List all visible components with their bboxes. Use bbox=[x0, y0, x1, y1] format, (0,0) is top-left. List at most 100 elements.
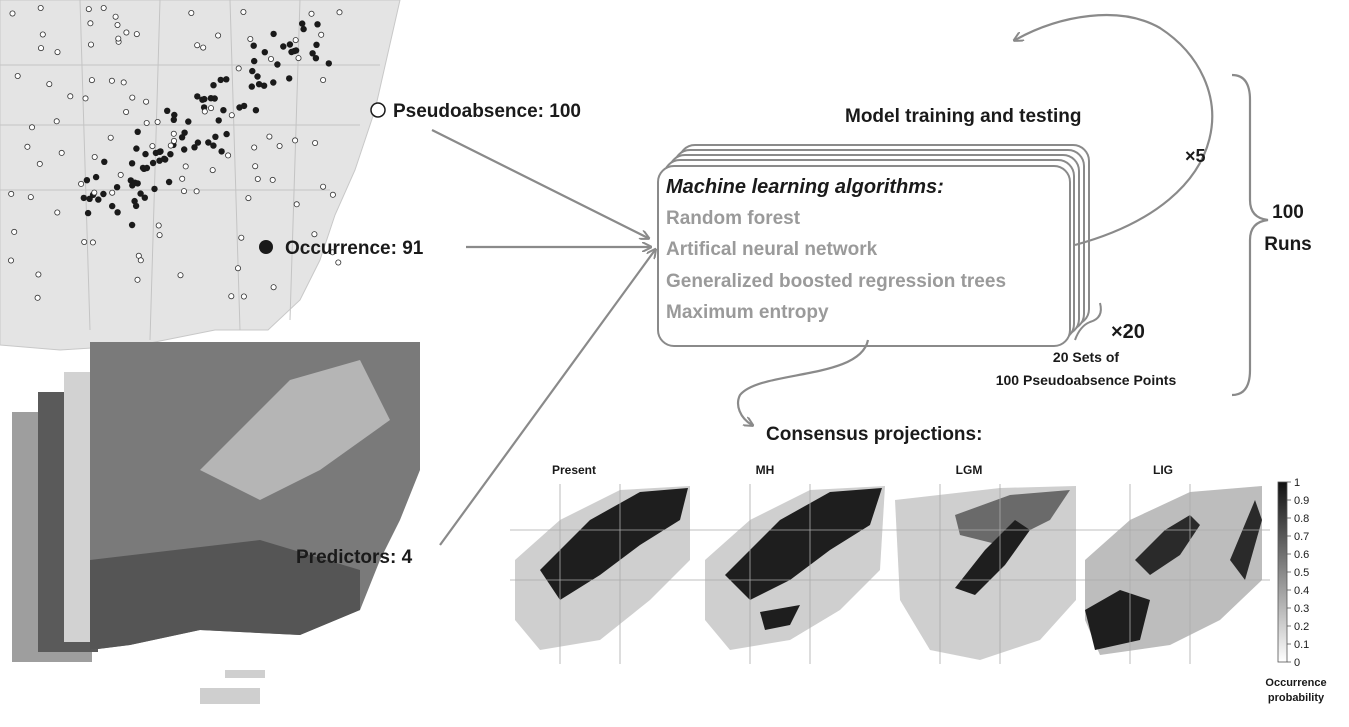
occurrence-point bbox=[250, 42, 257, 49]
pseudoabsence-point bbox=[46, 81, 53, 88]
map-borders bbox=[1080, 484, 1270, 664]
pseudoabsence-point bbox=[78, 180, 85, 187]
pseudoabsence-point bbox=[85, 6, 92, 13]
pseudoabsence-point bbox=[188, 9, 195, 16]
predictors-arrow bbox=[439, 250, 655, 546]
colorbar-tick-label: 1 bbox=[1294, 477, 1300, 489]
pseudoabsence-point bbox=[182, 163, 189, 170]
occurrence-point bbox=[101, 158, 108, 165]
predictors-label: Predictors: 4 bbox=[296, 547, 413, 568]
map-gulf-patch bbox=[760, 605, 800, 630]
pseudoabsence-point bbox=[311, 231, 318, 238]
colorbar-tick-label: 0.5 bbox=[1294, 567, 1309, 579]
occurrence-point bbox=[80, 194, 88, 202]
occurrence-point bbox=[286, 41, 294, 48]
pseudoabsence-point bbox=[228, 293, 235, 300]
colorbar-label-line2: probability bbox=[1268, 692, 1325, 704]
colorbar-tick-label: 0 bbox=[1294, 657, 1300, 669]
occurrence-point bbox=[261, 49, 268, 56]
pseudoabsence-point bbox=[143, 120, 150, 127]
occurrence-point bbox=[165, 178, 173, 186]
pseudoabsence-point bbox=[209, 167, 216, 174]
occurrence-point bbox=[255, 81, 263, 88]
pseudoabsence-point bbox=[112, 13, 119, 20]
map-title-lig: LIG bbox=[1153, 463, 1173, 477]
occurrence-point bbox=[249, 67, 256, 75]
pseudoabsence-legend: Pseudoabsence: 100 bbox=[370, 101, 581, 122]
occurrence-point bbox=[132, 202, 140, 210]
pseudoabsence-point bbox=[114, 21, 121, 28]
pseudoabsence-point bbox=[180, 188, 187, 195]
pseudoabsence-point bbox=[235, 65, 242, 72]
pseudoabsence-point bbox=[14, 73, 21, 80]
occurrence-point bbox=[292, 47, 300, 54]
projection-present: Present bbox=[510, 463, 700, 664]
occurrence-point bbox=[137, 190, 144, 197]
predictor-fragment-2 bbox=[200, 688, 260, 704]
occurrence-point bbox=[131, 197, 138, 205]
pseudoabsence-point bbox=[58, 149, 65, 156]
pseudoabsence-point bbox=[179, 175, 186, 182]
map-coast-high-probability bbox=[1230, 500, 1262, 580]
model-box-stack bbox=[657, 144, 1090, 347]
pseudoabsence-point bbox=[207, 105, 214, 112]
occurrence-point bbox=[128, 221, 136, 229]
occurrence-point bbox=[286, 75, 293, 82]
predictor-highland bbox=[200, 360, 390, 500]
occurrence-point bbox=[156, 148, 163, 155]
occurrence-point bbox=[313, 41, 320, 48]
map-high-probability bbox=[725, 488, 882, 600]
occurrence-point bbox=[248, 83, 255, 90]
pseudoabsence-point bbox=[88, 41, 95, 48]
pseudoabsence-arrow bbox=[431, 129, 648, 238]
occurrence-point bbox=[211, 95, 218, 102]
pseudoabsence-point bbox=[215, 32, 222, 39]
occurrence-point bbox=[170, 116, 177, 124]
pseudoabsence-point bbox=[266, 133, 273, 140]
map-gulf-high-probability bbox=[1085, 590, 1150, 650]
pseudoabsence-point bbox=[270, 284, 277, 291]
pseudoabsence-point bbox=[53, 118, 60, 125]
algorithm-maximum-entropy: Maximum entropy bbox=[666, 302, 829, 323]
algorithm-boosted-trees: Generalized boosted regression trees bbox=[666, 271, 1006, 292]
pseudoabsence-point bbox=[7, 257, 14, 264]
occurrence-point bbox=[270, 30, 277, 38]
pseudoabsence-point bbox=[193, 188, 200, 195]
pseudoabsence-point bbox=[67, 93, 74, 100]
projection-arrow bbox=[736, 339, 870, 425]
pseudoabsence-point bbox=[155, 222, 162, 229]
occurrence-point bbox=[251, 57, 258, 65]
times20-label: ×20 bbox=[1111, 321, 1145, 343]
pseudoabsence-point bbox=[129, 94, 136, 101]
pseudoabsence-point bbox=[123, 109, 130, 116]
occurrence-point bbox=[149, 159, 157, 167]
occurrence-point bbox=[83, 177, 91, 184]
occurrence-point bbox=[181, 146, 188, 153]
occurrence-point bbox=[164, 107, 171, 115]
projection-lig: LIG bbox=[1080, 463, 1270, 664]
map-title-mh: MH bbox=[756, 463, 775, 477]
pseudoabsence-point bbox=[82, 95, 89, 102]
colorbar-tick-label: 0.6 bbox=[1294, 549, 1309, 561]
pseudoabsence-point bbox=[9, 10, 16, 17]
occurrence-point bbox=[300, 25, 307, 33]
map-mid-probability bbox=[955, 490, 1070, 545]
state-borders bbox=[0, 0, 380, 341]
occurrence-point bbox=[312, 55, 320, 62]
occurrence-label: Occurrence: 91 bbox=[285, 238, 424, 259]
pseudoabsence-point bbox=[39, 31, 46, 38]
pseudoabsence-point bbox=[88, 77, 95, 84]
pseudoabsence-point bbox=[38, 45, 45, 52]
occurrence-point bbox=[151, 185, 158, 193]
occurrence-point bbox=[194, 93, 201, 100]
pseudoabsence-label: Pseudoabsence: 100 bbox=[393, 101, 581, 122]
pseudoabsence-point bbox=[137, 257, 144, 264]
pseudoabsence-point bbox=[89, 239, 96, 246]
projection-lgm: LGM bbox=[890, 463, 1080, 664]
occurrence-point bbox=[167, 151, 174, 158]
occurrence-point bbox=[254, 73, 261, 80]
occurrence-point bbox=[95, 196, 102, 203]
map-title-lgm: LGM bbox=[956, 463, 983, 477]
algorithm-neural-network: Artifical neural network bbox=[666, 239, 878, 260]
pseudoabsence-point bbox=[312, 139, 319, 146]
